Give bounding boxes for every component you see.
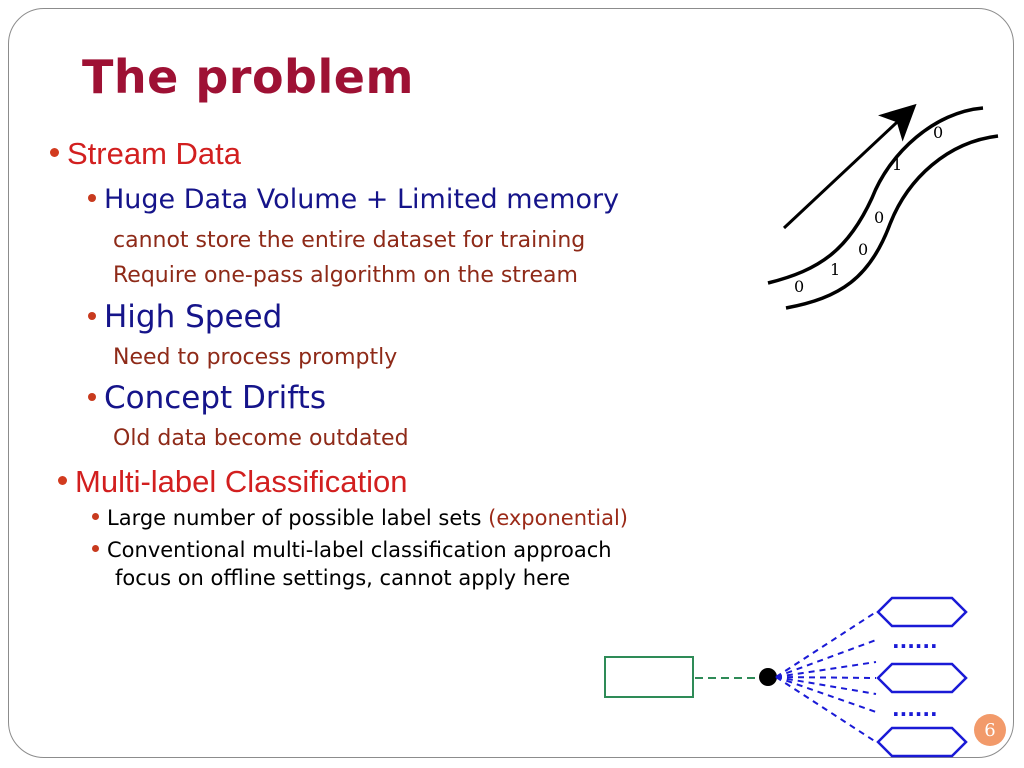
bullet-huge-data-volume-label: Huge Data Volume + Limited memory [104, 184, 620, 215]
page-number-badge: 6 [974, 714, 1006, 746]
stream-bit: 1 [830, 260, 840, 279]
bullet-stream-data-label: Stream Data [67, 136, 242, 171]
bullet-high-speed: High Speed [88, 299, 282, 335]
branch-line [775, 676, 877, 713]
stream-bit: 0 [933, 123, 943, 142]
note-old-data: Old data become outdated [113, 426, 409, 451]
stream-bit: 0 [874, 208, 884, 227]
bullet-exponential: (exponential) [488, 506, 628, 530]
bullet-conventional-line1: Conventional multi-label classification … [107, 538, 612, 562]
stream-bit: 1 [892, 155, 902, 174]
label-node-hexagon [876, 662, 968, 694]
note-process-promptly: Need to process promptly [113, 345, 398, 370]
bullet-dot [92, 544, 99, 552]
bullet-stream-data: Stream Data [50, 136, 241, 172]
slide-frame [8, 8, 1014, 758]
branch-line [775, 661, 877, 678]
branch-line [775, 676, 877, 679]
root-box [604, 656, 694, 698]
bullet-large-number: Large number of possible label sets (exp… [92, 506, 628, 530]
slide-title: The problem [82, 50, 414, 104]
bullet-high-speed-label: High Speed [104, 299, 283, 335]
split-node [759, 668, 777, 686]
stream-bit: 0 [858, 240, 868, 259]
bullet-concept-drifts-label: Concept Drifts [104, 380, 326, 416]
ellipsis-lower: ...... [892, 697, 938, 721]
branch-line [775, 639, 877, 678]
stream-direction-arrow [782, 103, 917, 230]
bullet-multi-label: Multi-label Classification [58, 464, 408, 500]
note-one-pass: Require one-pass algorithm on the stream [113, 263, 578, 288]
branch-line [775, 611, 877, 678]
stream-figure: 0 1 0 0 1 0 [767, 103, 999, 310]
bullet-conventional-line2: focus on offline settings, cannot apply … [115, 566, 571, 590]
branch-line [775, 676, 877, 695]
label-tree-figure: ...... ...... [604, 596, 968, 758]
bullet-conventional: Conventional multi-label classification … [92, 538, 612, 562]
bullet-large-number-text: Large number of possible label sets [107, 506, 489, 530]
bullet-dot [92, 512, 99, 520]
stream-upper-curve [767, 106, 984, 285]
bullet-multi-label-label: Multi-label Classification [75, 464, 408, 499]
ellipsis-upper: ...... [892, 629, 938, 653]
bullet-dot [88, 392, 96, 401]
bullet-concept-drifts: Concept Drifts [88, 380, 326, 416]
stream-lower-curve [785, 134, 999, 310]
label-node-hexagon [876, 726, 968, 758]
bullet-dot [50, 148, 59, 158]
bullet-dot [58, 476, 67, 486]
label-node-hexagon [876, 596, 968, 628]
stream-bit: 0 [794, 277, 804, 296]
bullet-dot [88, 193, 96, 202]
bullet-huge-data-volume: Huge Data Volume + Limited memory [88, 184, 619, 215]
note-cannot-store: cannot store the entire dataset for trai… [113, 228, 586, 253]
bullet-dot [88, 311, 96, 320]
branch-line [775, 676, 877, 743]
